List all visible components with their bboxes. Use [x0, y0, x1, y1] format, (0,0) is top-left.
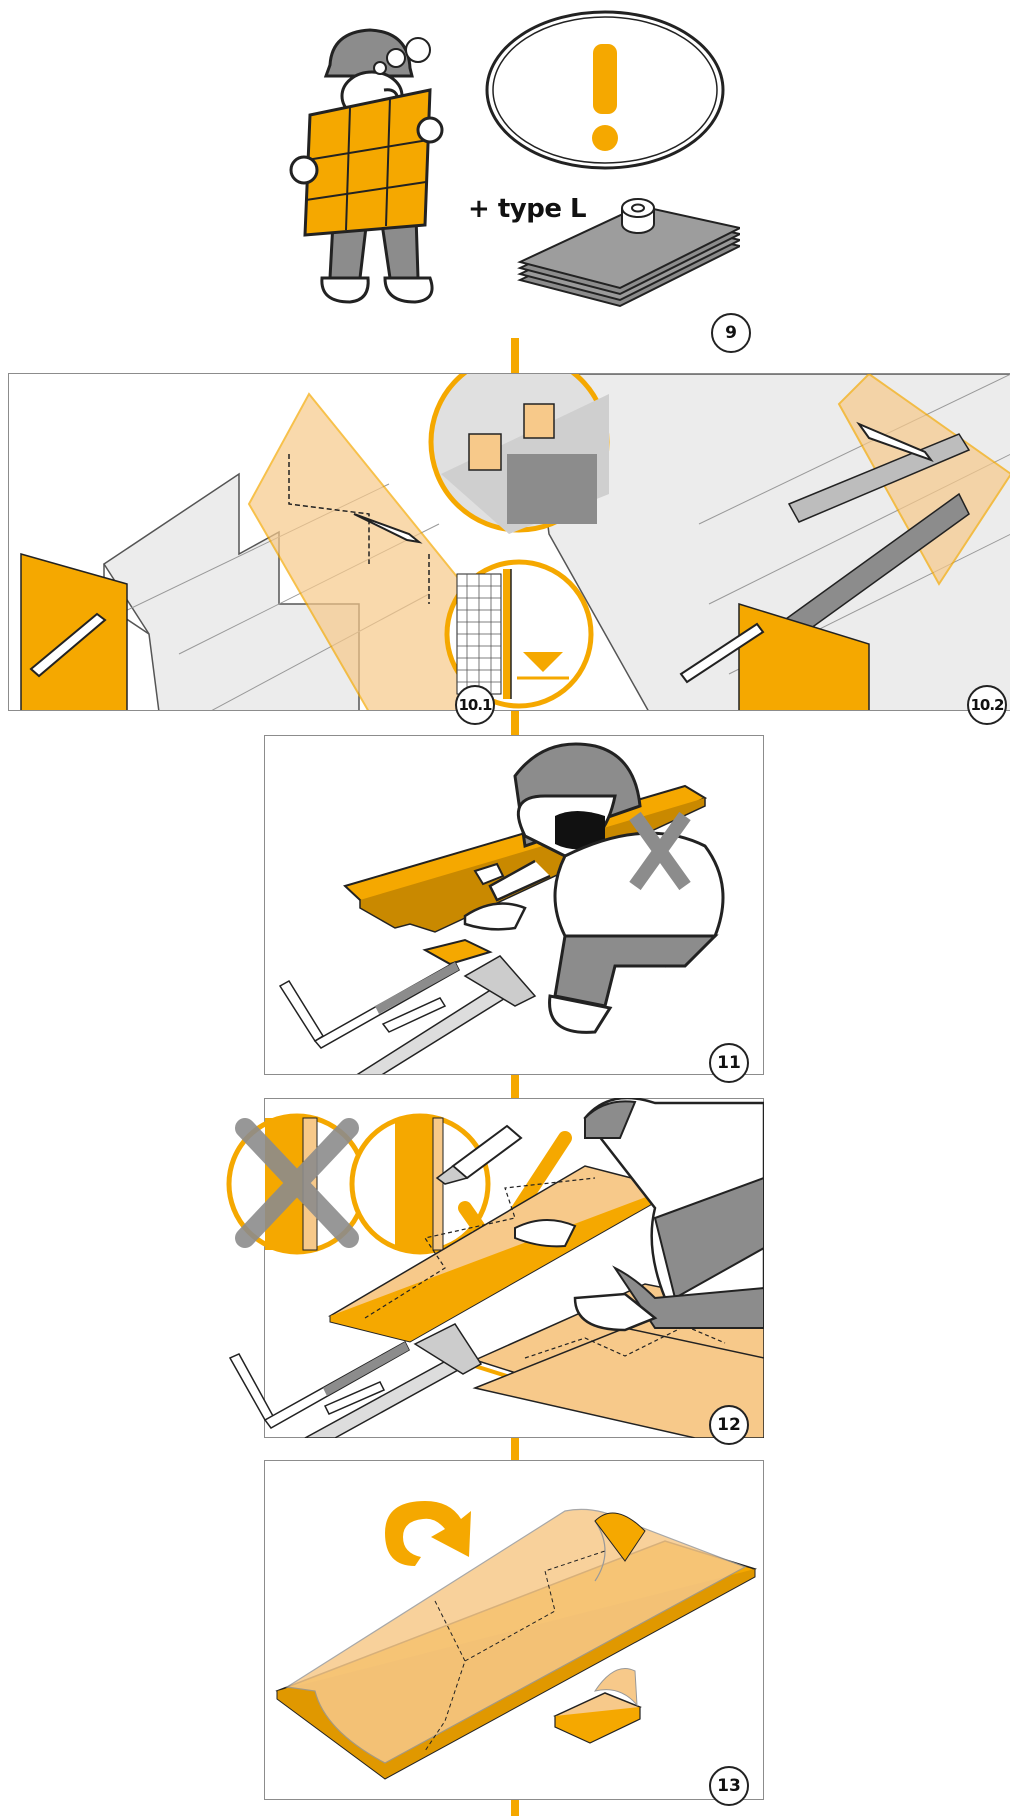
step-10-1-badge: 10.1 — [455, 685, 495, 725]
step-10-panel — [8, 373, 1010, 711]
correct-cut-icon — [352, 1116, 488, 1252]
step-13-badge: 13 — [709, 1766, 749, 1806]
step-10-2-badge: 10.2 — [967, 685, 1007, 725]
rotate-arrow-icon — [385, 1501, 471, 1566]
worker-cutting-board-icon — [345, 744, 723, 1032]
stair-template-left-icon — [21, 394, 479, 711]
step-9-illustration — [280, 10, 740, 330]
step-13-panel — [264, 1460, 764, 1800]
step-9-caption: + type L — [468, 194, 586, 224]
step-11-panel — [264, 735, 764, 1075]
connector-9-10 — [511, 338, 519, 374]
step-9-badge: 9 — [711, 313, 751, 353]
connector-13-end — [511, 1800, 519, 1816]
wrong-cut-icon — [229, 1116, 365, 1252]
peeling-film-board-icon — [277, 1509, 755, 1779]
connector-11-12 — [511, 1075, 519, 1099]
worker-reading-plan-icon — [291, 30, 442, 302]
connector-12-13 — [511, 1438, 519, 1462]
exclamation-bubble-icon — [487, 12, 723, 168]
step-12-badge: 12 — [709, 1405, 749, 1445]
connector-10-11 — [511, 711, 519, 737]
step-12-illustration — [225, 1098, 764, 1438]
step-11-badge: 11 — [709, 1043, 749, 1083]
